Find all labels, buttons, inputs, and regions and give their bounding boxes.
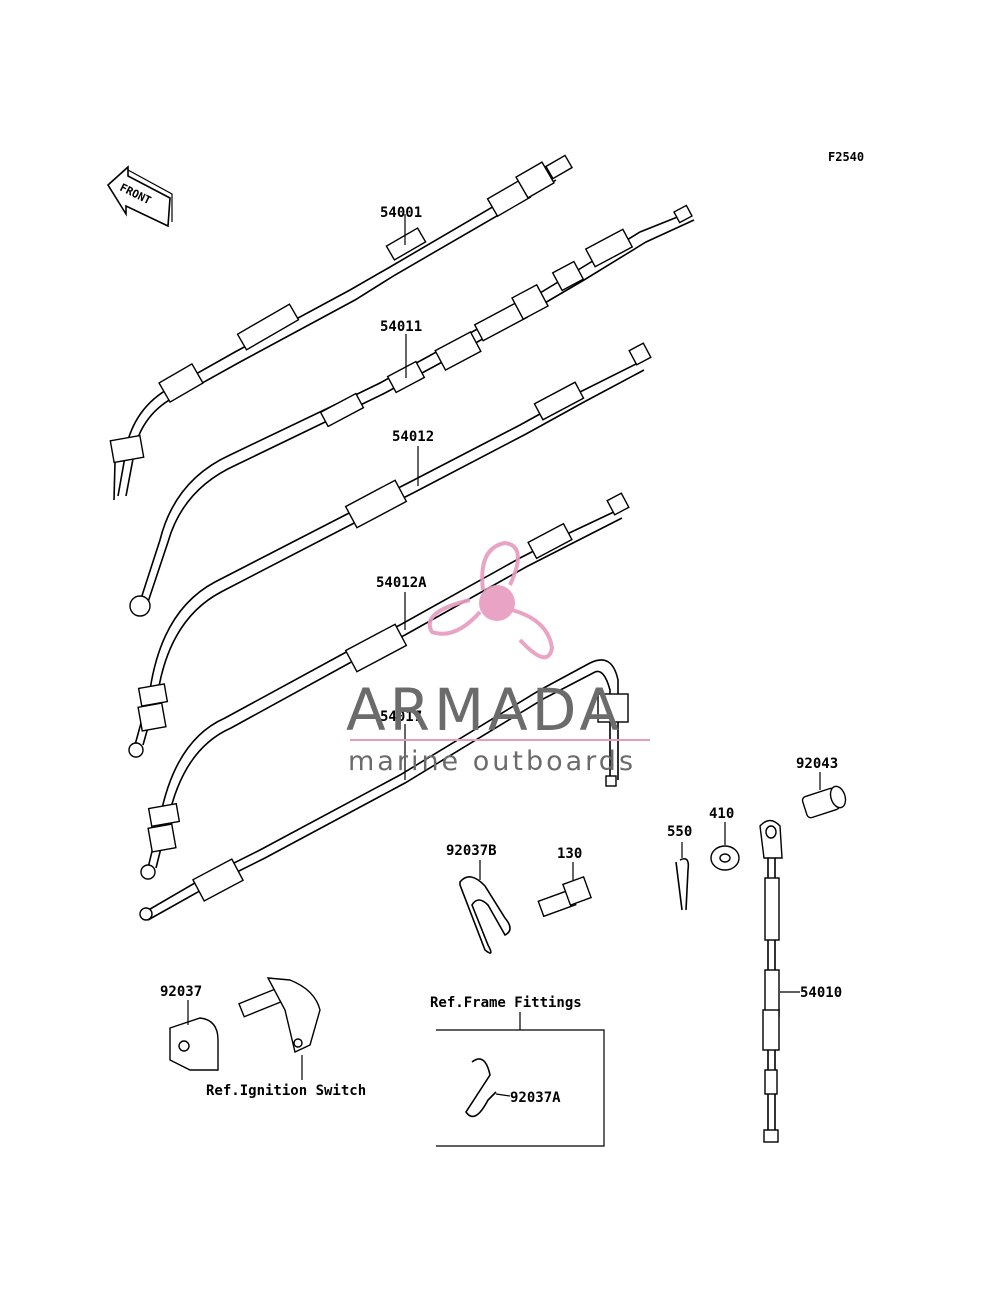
part-label-92037: 92037 <box>160 984 202 1000</box>
washer-410-icon <box>710 822 740 871</box>
frame-fittings-box <box>436 1012 605 1147</box>
bolt-130-icon <box>537 862 592 918</box>
part-label-130: 130 <box>557 846 582 862</box>
cotter-pin-550-icon <box>675 842 690 911</box>
part-label-54011: 54011 <box>380 319 422 335</box>
figure-code: F2540 <box>828 150 864 164</box>
part-label-410: 410 <box>709 806 734 822</box>
front-arrow-icon: FRONT <box>106 165 173 228</box>
part-label-92037B: 92037B <box>446 843 497 859</box>
cable-54017 <box>139 659 629 921</box>
part-label-54012A: 54012A <box>376 575 427 591</box>
part-label-54017: 54017 <box>380 709 422 725</box>
armada-logo-icon <box>427 540 555 660</box>
cable-54001 <box>109 154 573 501</box>
bracket-ignition-icon <box>238 977 321 1080</box>
part-label-550: 550 <box>667 824 692 840</box>
cable-54012 <box>128 342 652 758</box>
part-label-54010: 54010 <box>800 985 842 1001</box>
part-label-92037A: 92037A <box>510 1090 561 1106</box>
part-label-54001: 54001 <box>380 205 422 221</box>
ref-ignition-switch: Ref.Ignition Switch <box>206 1083 366 1099</box>
part-label-92043: 92043 <box>796 756 838 772</box>
cable-54011 <box>129 204 695 617</box>
watermark-brand: ARMADA <box>346 676 623 744</box>
watermark-tagline: marine outboards <box>348 746 636 777</box>
part-label-54012: 54012 <box>392 429 434 445</box>
rod-54010 <box>759 819 800 1143</box>
part-92043-icon <box>801 772 847 819</box>
ref-frame-fittings: Ref.Frame Fittings <box>430 995 582 1011</box>
clamp-92037-icon <box>169 1000 219 1071</box>
cable-54012A <box>140 492 630 880</box>
clip-92037B-icon <box>459 860 511 954</box>
